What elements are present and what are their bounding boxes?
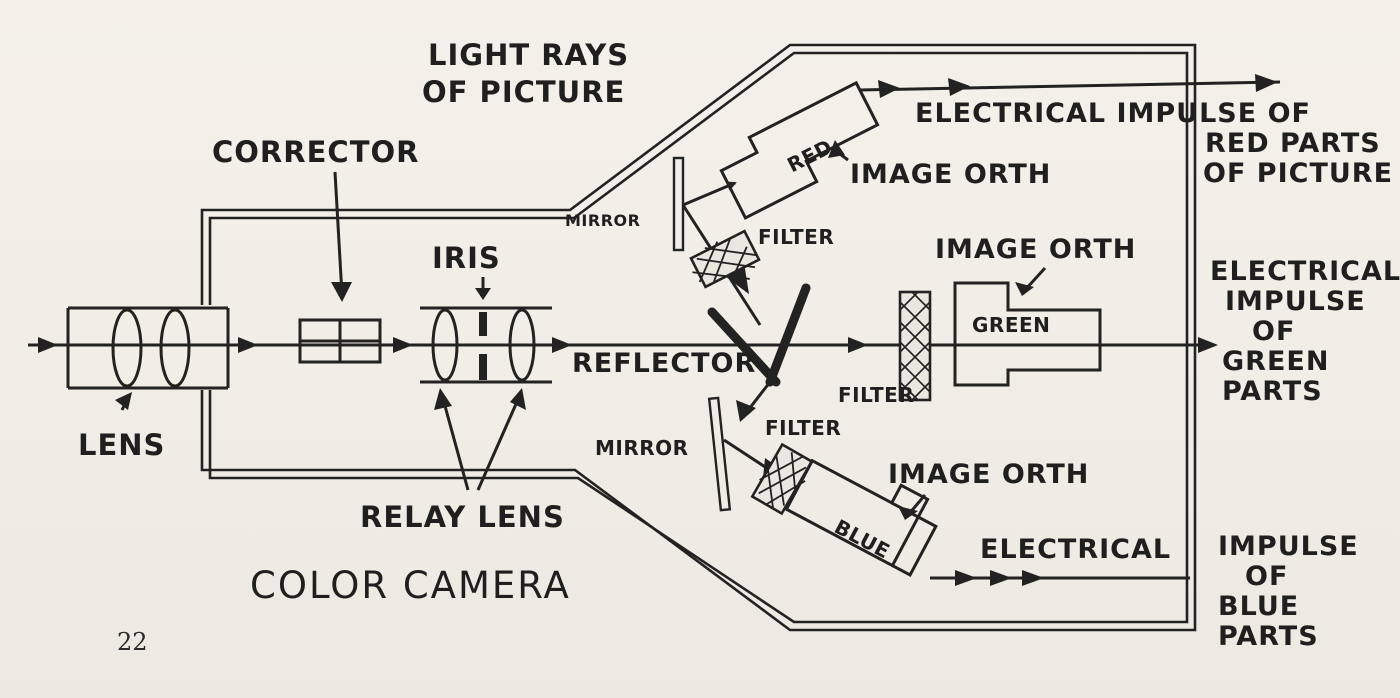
label-iris: IRIS	[432, 241, 501, 275]
label-image-orth-red: IMAGE ORTH	[850, 159, 1051, 190]
label-light-rays-2: OF PICTURE	[422, 75, 625, 109]
tube-label-blue: BLUE	[831, 514, 895, 563]
red-light-path	[672, 156, 762, 326]
label-light-rays-1: LIGHT RAYS	[428, 38, 629, 72]
out-blue-2: IMPULSE	[1218, 531, 1359, 562]
page-number: 22	[117, 628, 148, 656]
out-green-2: IMPULSE	[1225, 286, 1366, 317]
tube-label-green: GREEN	[972, 313, 1050, 337]
blue-light-path	[707, 381, 814, 516]
label-lens: LENS	[78, 428, 165, 462]
objective-lens	[66, 306, 230, 390]
optical-axis	[28, 337, 1218, 353]
out-green-5: PARTS	[1222, 376, 1323, 407]
blue-image-orthicon	[784, 458, 938, 577]
pointer-arrows	[115, 140, 1047, 520]
label-mirror-top: MIRROR	[565, 211, 640, 230]
out-red-1: ELECTRICAL IMPULSE OF	[915, 98, 1311, 129]
out-blue-4: BLUE	[1218, 591, 1299, 622]
reflector	[707, 283, 811, 387]
diagram-caption: COLOR CAMERA	[250, 564, 571, 607]
out-green-3: OF	[1252, 316, 1295, 347]
label-filter-mid: FILTER	[838, 383, 914, 407]
label-reflector: REFLECTOR	[572, 348, 756, 379]
label-image-orth-blue: IMAGE ORTH	[888, 459, 1089, 490]
label-filter-bottom: FILTER	[765, 416, 841, 440]
out-blue-5: PARTS	[1218, 621, 1319, 652]
camera-housing	[200, 43, 1197, 632]
label-image-orth-green: IMAGE ORTH	[935, 234, 1136, 265]
label-filter-top: FILTER	[758, 225, 834, 249]
out-blue-1: ELECTRICAL	[980, 534, 1171, 565]
red-image-orthicon	[719, 80, 880, 220]
out-blue-3: OF	[1245, 561, 1288, 592]
out-green-4: GREEN	[1222, 346, 1329, 377]
label-corrector: CORRECTOR	[212, 135, 419, 169]
label-mirror-bottom: MIRROR	[595, 436, 689, 460]
out-green-1: ELECTRICAL	[1210, 256, 1400, 287]
out-red-3: OF PICTURE	[1203, 158, 1393, 189]
relay-lens-iris	[420, 306, 552, 384]
corrector	[298, 318, 382, 364]
out-red-2: RED PARTS	[1205, 128, 1381, 159]
label-relay-lens: RELAY LENS	[360, 500, 565, 534]
green-light-path	[898, 281, 1102, 402]
